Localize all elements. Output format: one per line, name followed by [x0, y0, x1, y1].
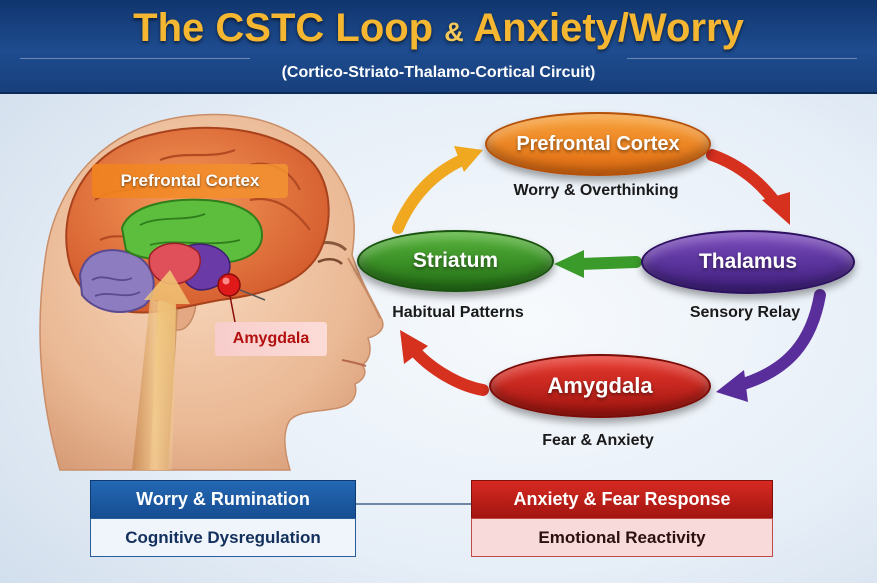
amygdala-pointer	[239, 289, 266, 301]
loop-arrows	[392, 146, 826, 402]
page-subtitle: (Cortico-Striato-Thalamo-Cortical Circui…	[281, 64, 596, 81]
arrow-amygdala-to-striatum	[404, 339, 489, 396]
caption-striatum: Habitual Patterns	[392, 304, 524, 321]
caption-prefrontal-cortex: Worry & Overthinking	[513, 182, 679, 199]
header-rule-left	[20, 58, 250, 59]
arrow-thalamus-to-striatum	[574, 256, 642, 270]
arrow-pfc-to-thalamus	[706, 149, 781, 208]
title-secondary: Anxiety/Worry	[473, 6, 744, 50]
worry-heading-box: Worry & Rumination	[90, 480, 356, 519]
amygdala-label-pointer	[229, 295, 236, 323]
node-thalamus: Thalamus	[641, 230, 855, 294]
caption-thalamus: Sensory Relay	[689, 304, 801, 321]
nose-shadow	[347, 257, 381, 319]
amygdala-dot	[217, 273, 241, 297]
caption-amygdala: Fear & Anxiety	[542, 432, 654, 449]
title-main: The CSTC Loop	[133, 6, 434, 50]
node-prefrontal-cortex: Prefrontal Cortex	[485, 112, 711, 176]
header-banner: The CSTC Loop & Anxiety/Worry (Cortico-S…	[0, 0, 877, 94]
fear-subtitle-box: Emotional Reactivity	[471, 518, 773, 557]
fear-heading-box: Anxiety & Fear Response	[471, 480, 773, 519]
head-label-prefrontal: Prefrontal Cortex	[92, 164, 288, 198]
arrow-thalamus-to-amygdala	[734, 289, 826, 391]
head-illustration	[39, 113, 384, 471]
bottom-connector-line	[354, 503, 471, 505]
lips-icon	[341, 359, 367, 367]
up-arrow-spine	[144, 270, 190, 470]
page-title: The CSTC Loop & Anxiety/Worry	[0, 6, 877, 51]
eye-icon	[317, 258, 343, 265]
arrow-striatum-to-pfc	[392, 154, 468, 234]
striatum-red	[148, 242, 201, 285]
header-rule-right	[627, 58, 857, 59]
worry-subtitle-box: Cognitive Dysregulation	[90, 518, 356, 557]
occipital-lobe	[78, 249, 155, 313]
title-ampersand: &	[444, 17, 464, 47]
node-striatum: Striatum	[357, 230, 554, 292]
node-amygdala: Amygdala	[489, 354, 711, 418]
head-label-amygdala: Amygdala	[215, 322, 327, 356]
